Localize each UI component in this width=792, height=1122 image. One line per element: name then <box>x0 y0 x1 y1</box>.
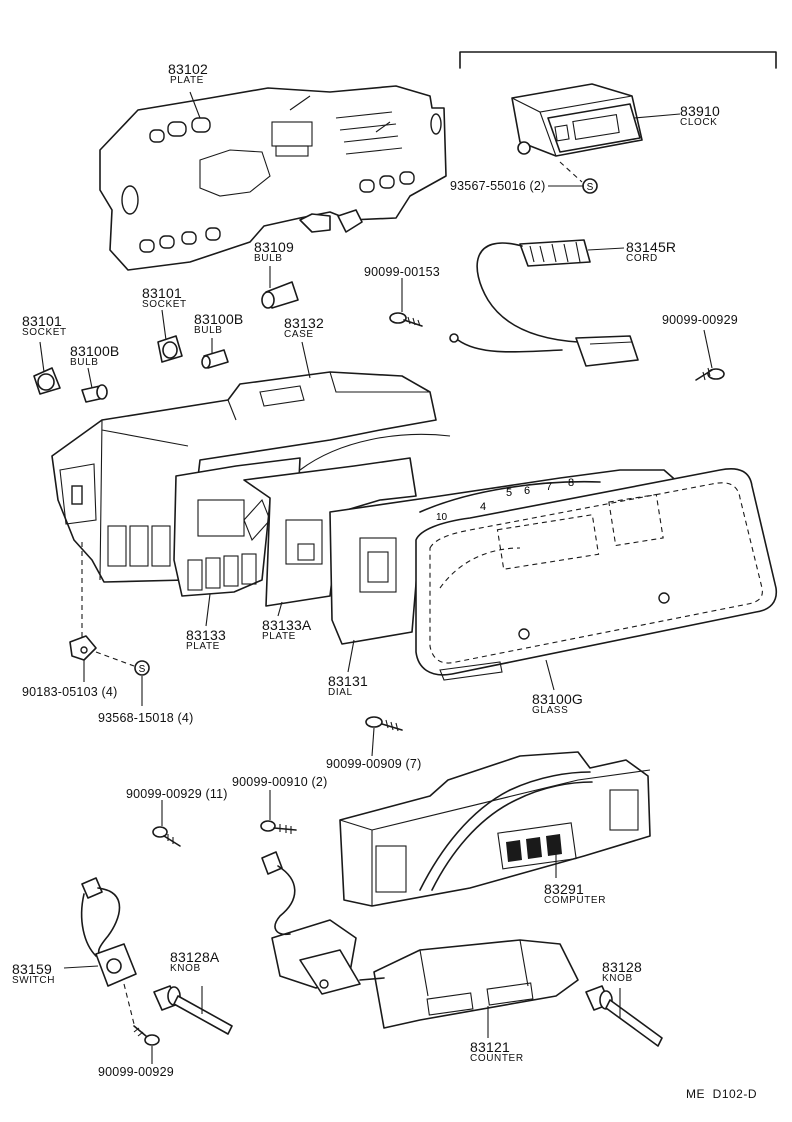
callout-83133A: 83133A PLATE <box>262 618 311 642</box>
callout-90099-00929-right: 90099-00929 <box>662 313 738 327</box>
dial-digit-6: 6 <box>524 485 530 497</box>
part-number: 83102 <box>168 61 208 77</box>
part-number: 83128A <box>170 949 220 965</box>
part-number: 83131 <box>328 673 368 689</box>
dial-digit-5: 5 <box>506 487 512 499</box>
counter-83121 <box>261 851 579 1029</box>
callout-83102: 83102 PLATE <box>168 62 208 86</box>
part-name: BULB <box>194 325 223 336</box>
part-name: GLASS <box>532 705 569 716</box>
bulb-83100B-left <box>81 384 108 403</box>
part-number: 83145R <box>626 239 677 255</box>
callout-83100B-center: 83100B BULB <box>194 312 243 336</box>
part-number: 83101 <box>142 285 182 301</box>
part-number: 83291 <box>544 881 584 897</box>
dial-digit-10: 10 <box>436 512 448 523</box>
callout-90183-05103: 90183-05103 (4) <box>22 685 118 699</box>
callout-83101-center: 83101 SOCKET <box>142 286 187 310</box>
callout-83128: 83128 KNOB <box>602 960 642 984</box>
knob-83128 <box>585 985 663 1047</box>
screw-90099-00929-bottom <box>133 1025 160 1046</box>
part-name: CASE <box>284 329 314 340</box>
screw-90099-00910 <box>260 820 297 834</box>
callout-90099-00153: 90099-00153 <box>364 265 440 279</box>
callout-83145R: 83145R CORD <box>626 240 676 264</box>
part-number: 83133 <box>186 627 226 643</box>
dial-digit-4: 4 <box>480 501 486 513</box>
screw-90099-00153 <box>389 312 423 327</box>
part-name: PLATE <box>262 631 296 642</box>
bulb-83109 <box>261 281 299 309</box>
part-name: DIAL <box>328 687 353 698</box>
part-number: 83133A <box>262 617 312 633</box>
computer-83291 <box>339 751 651 907</box>
nut-90183-05103 <box>69 542 150 676</box>
callout-90099-00929-bottom: 90099-00929 <box>98 1065 174 1079</box>
switch-83159 <box>80 877 137 1025</box>
part-name: CORD <box>626 253 658 264</box>
callout-83159: 83159 SWITCH <box>12 962 55 986</box>
washer-symbol-case: S <box>139 664 146 675</box>
clock-83910 <box>511 83 643 194</box>
diagram-reference-code: ME D102-D <box>686 1087 758 1101</box>
callout-83910: 83910 CLOCK <box>680 104 720 128</box>
part-number: 83109 <box>254 239 294 255</box>
part-number: 83159 <box>12 961 52 977</box>
callout-83133: 83133 PLATE <box>186 628 226 652</box>
part-name: PLATE <box>170 75 204 86</box>
part-number: 83100B <box>70 343 120 359</box>
part-number: 83128 <box>602 959 642 975</box>
screw-90099-00929-11 <box>152 826 181 847</box>
dial-digit-7: 7 <box>546 481 552 493</box>
part-name: KNOB <box>170 963 201 974</box>
part-name: COMPUTER <box>544 895 607 906</box>
part-name: SOCKET <box>22 327 67 338</box>
callout-83121: 83121 COUNTER <box>470 1040 524 1064</box>
clock-group-bracket <box>459 51 777 69</box>
circuit-plate-83102 <box>99 85 447 271</box>
callout-83132: 83132 CASE <box>284 316 324 340</box>
callout-83109: 83109 BULB <box>254 240 294 264</box>
callout-83131: 83131 DIAL <box>328 674 368 698</box>
part-number: 83101 <box>22 313 62 329</box>
part-number: 83132 <box>284 315 324 331</box>
screw-90099-00909 <box>365 716 403 732</box>
part-name: KNOB <box>602 973 633 984</box>
dial-digit-8: 8 <box>568 477 574 489</box>
part-name: SOCKET <box>142 299 187 310</box>
callout-90099-00910: 90099-00910 (2) <box>232 775 328 789</box>
glass-83100G <box>415 468 778 681</box>
cord-83145R <box>449 239 639 367</box>
leader-lines <box>39 91 713 1064</box>
case-83132 <box>51 371 437 583</box>
bulb-83100B-center <box>201 349 229 369</box>
part-name: CLOCK <box>680 117 718 128</box>
socket-83101-left <box>33 367 61 395</box>
callout-83128A: 83128A KNOB <box>170 950 219 974</box>
knob-83128A <box>153 985 233 1035</box>
part-number: 83100G <box>532 691 584 707</box>
part-name: BULB <box>254 253 283 264</box>
part-name: PLATE <box>186 641 220 652</box>
callout-93567-55016: 93567-55016 (2) <box>450 179 546 193</box>
callout-83100G: 83100G GLASS <box>532 692 583 716</box>
callout-83291: 83291 COMPUTER <box>544 882 606 906</box>
callout-83101-left: 83101 SOCKET <box>22 314 67 338</box>
part-name: COUNTER <box>470 1053 524 1064</box>
screw-90099-00929-right <box>695 367 725 381</box>
part-name: BULB <box>70 357 99 368</box>
part-name: SWITCH <box>12 975 56 986</box>
callout-93568-15018: 93568-15018 (4) <box>98 711 194 725</box>
callout-90099-00929-11: 90099-00929 (11) <box>126 787 228 801</box>
socket-83101-center <box>157 335 183 363</box>
part-number: 83910 <box>680 103 720 119</box>
part-number: 83121 <box>470 1039 510 1055</box>
callout-90099-00909: 90099-00909 (7) <box>326 757 422 771</box>
part-number: 83100B <box>194 311 244 327</box>
callout-83100B-left: 83100B BULB <box>70 344 119 368</box>
washer-symbol-clock: S <box>587 182 594 193</box>
